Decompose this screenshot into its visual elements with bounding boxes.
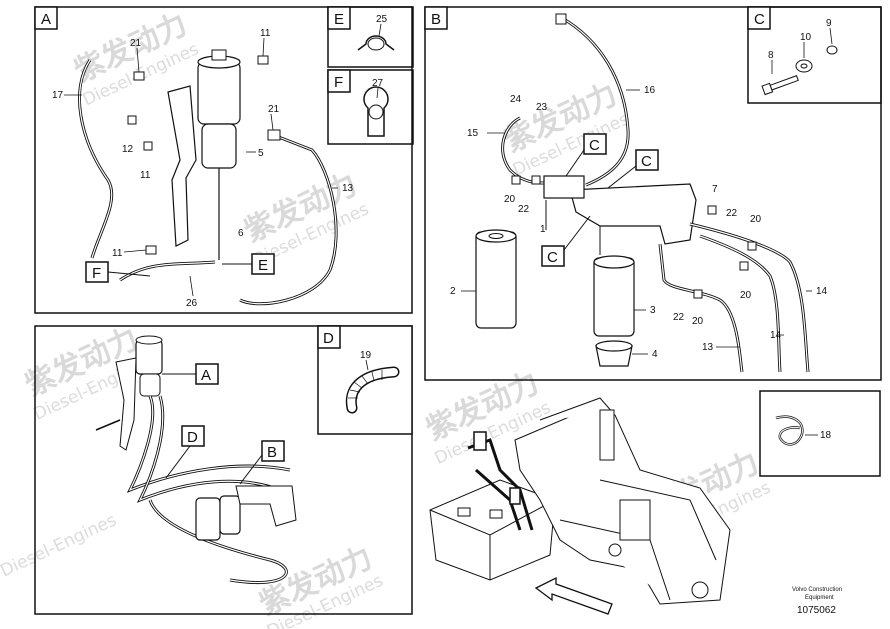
- part-label: 18: [820, 430, 832, 441]
- brand-line-2: Equipment: [805, 595, 834, 601]
- drawing-code: 1075062: [797, 605, 836, 616]
- part-label: 19: [360, 350, 372, 361]
- panel-b: B 16 24: [424, 6, 882, 381]
- part-label: 20: [750, 214, 762, 225]
- callout-a: A: [201, 367, 211, 384]
- part-label: 1: [540, 224, 546, 235]
- nut-part: [826, 45, 838, 55]
- bolt-part: [761, 75, 799, 96]
- callout-e: E: [258, 257, 268, 274]
- callout-d: D: [187, 429, 198, 446]
- panel-e: E 25: [327, 6, 414, 68]
- panel-tag-box: [34, 6, 58, 30]
- callout-c: C: [547, 249, 558, 266]
- panel-tag: E: [334, 11, 344, 28]
- part-label: 12: [122, 144, 134, 155]
- footer: Volvo Construction Equipment 1075062: [792, 587, 842, 616]
- part-label: 4: [652, 349, 658, 360]
- part-label: 5: [258, 148, 264, 159]
- machine-overview: [429, 397, 731, 615]
- part-label: 8: [768, 50, 774, 61]
- part-label: 9: [826, 18, 832, 29]
- part-label: 10: [800, 32, 812, 43]
- part-label: 15: [467, 128, 479, 139]
- panel-tag: F: [334, 74, 343, 91]
- filter-head-bracket: [569, 183, 697, 245]
- panel-d: D 19: [317, 325, 413, 435]
- part-labels: 21 11 17 12 11 21 5 13 6 11 26: [52, 28, 354, 309]
- part-label: 24: [510, 94, 522, 105]
- part-label: 21: [130, 38, 142, 49]
- callout-box: [181, 425, 205, 447]
- part-label: 22: [673, 312, 685, 323]
- panel-tag: A: [41, 11, 51, 28]
- callout-box: [583, 133, 607, 155]
- panel-tag: B: [431, 11, 441, 28]
- panel-c: C 9 10 8: [747, 6, 882, 104]
- panel-tag: D: [323, 330, 334, 347]
- part-label: 13: [702, 342, 714, 353]
- part-label: 27: [372, 78, 384, 89]
- part-label: 21: [268, 104, 280, 115]
- brand-line-1: Volvo Construction: [792, 587, 842, 593]
- part-label: 16: [644, 85, 656, 96]
- part-label: 11: [112, 248, 123, 259]
- fuel-filter-3: [593, 257, 635, 337]
- part-labels: 16 24 23 15 20 22 7 22 20 2 3 4 22 20 20…: [450, 85, 828, 360]
- part-label: 7: [712, 184, 718, 195]
- part-label: 3: [650, 305, 656, 316]
- callout-c: C: [641, 153, 652, 170]
- part-label: 11: [140, 170, 151, 181]
- part-label: 20: [740, 290, 752, 301]
- part-label: 23: [536, 102, 548, 113]
- part-label: 13: [342, 183, 354, 194]
- part-label: 20: [692, 316, 704, 327]
- part-label: 26: [186, 298, 198, 309]
- filter-head: [543, 175, 585, 199]
- callout-box: [541, 245, 565, 267]
- panel-tag: C: [754, 11, 765, 28]
- part-label: 2: [450, 286, 456, 297]
- part-label: 14: [770, 330, 782, 341]
- part-label: 22: [726, 208, 738, 219]
- panel-clip: 18: [759, 390, 881, 477]
- callout-box: [635, 149, 659, 171]
- fuel-bowl: [201, 123, 237, 169]
- callout-b: B: [267, 444, 277, 461]
- part-label: 11: [260, 28, 271, 39]
- part-label: 17: [52, 90, 64, 101]
- part-label: 22: [518, 204, 530, 215]
- leader-lines: [64, 37, 338, 297]
- leader-lines: [461, 89, 812, 355]
- callout-box: [261, 440, 285, 462]
- mounting-bracket: [167, 85, 197, 247]
- callout-f: F: [92, 265, 101, 282]
- fuel-filter-2: [475, 231, 517, 329]
- callout-c: C: [589, 137, 600, 154]
- filter-housing: [197, 61, 241, 125]
- part-label: 14: [816, 286, 828, 297]
- panel-a: A 21 11 17 12 11 21 5 13: [34, 6, 413, 314]
- panel-f: F 27: [327, 69, 414, 145]
- panel-overview: A D B: [34, 325, 413, 615]
- part-label: 25: [376, 14, 388, 25]
- part-label: 6: [238, 228, 244, 239]
- part-label: 20: [504, 194, 516, 205]
- clamp-part: [357, 35, 395, 51]
